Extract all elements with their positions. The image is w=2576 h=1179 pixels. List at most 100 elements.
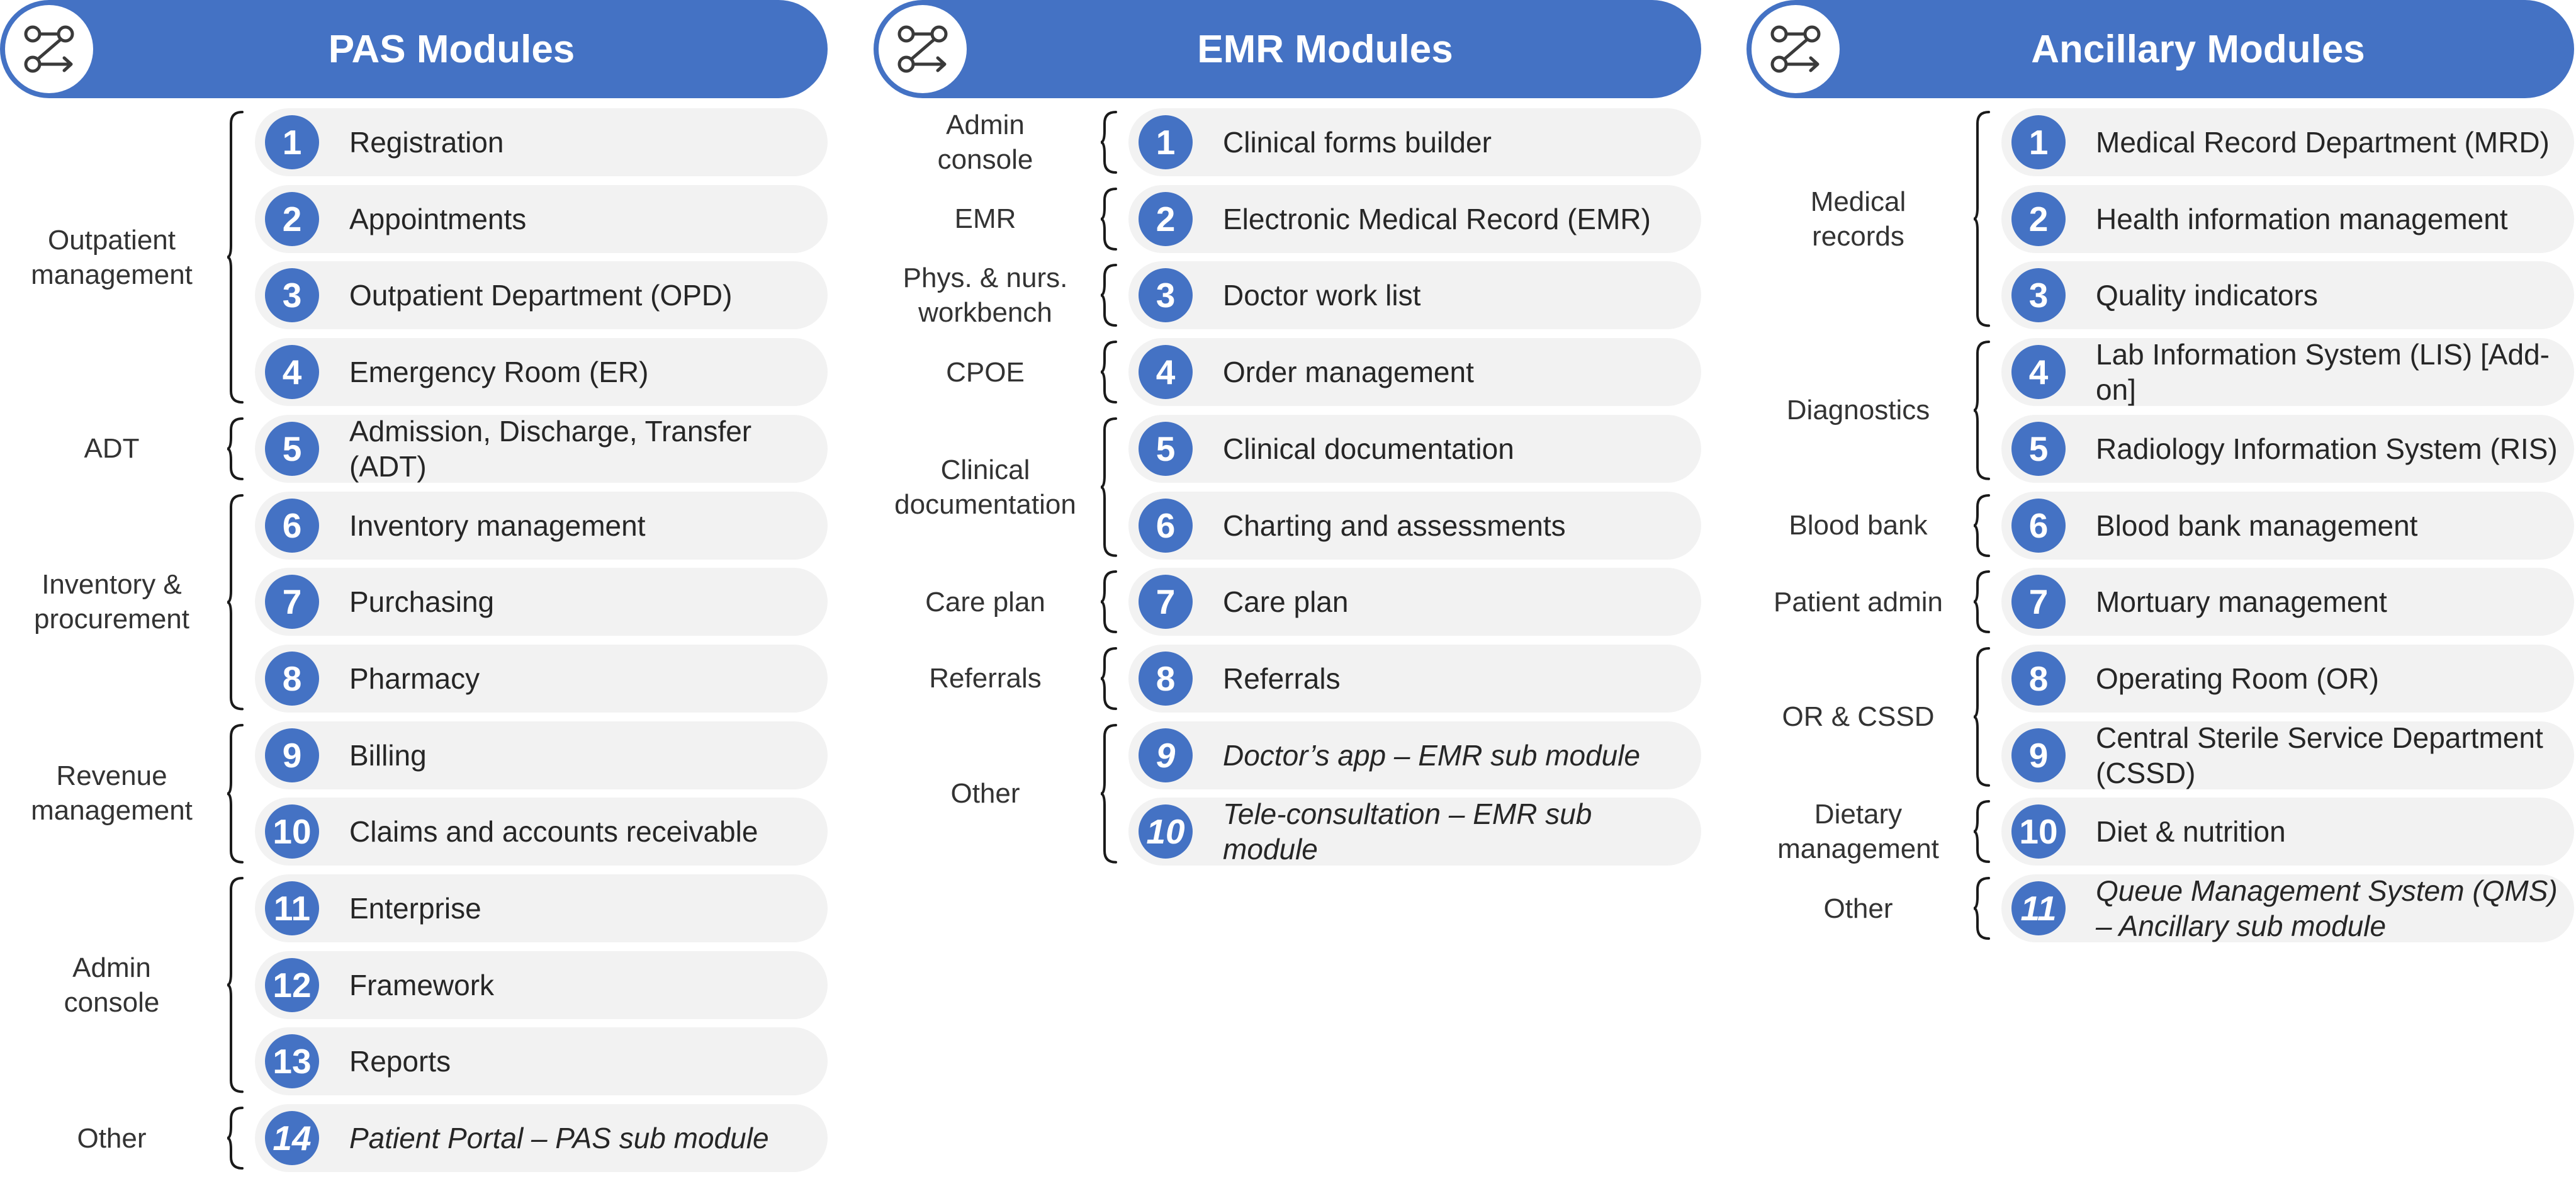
group-label: Blood bank <box>1789 510 1928 541</box>
group-label: Clinical documentation <box>894 454 1076 520</box>
item-label: Doctor’s app – EMR sub module <box>1223 738 1641 772</box>
item-label: Lab Information System (LIS) [Add-on] <box>2096 338 2550 407</box>
group-label: Revenue management <box>31 760 193 826</box>
group-bracket <box>1973 570 1990 634</box>
item-number-badge: 3 <box>2011 268 2066 323</box>
item-number-badge: 2 <box>265 191 319 246</box>
item-label: Purchasing <box>349 585 495 619</box>
module-item: 10 Tele-consultation – EMR sub module <box>1128 798 1701 866</box>
group-bracket <box>1973 341 1990 480</box>
item-label: Medical Record Department (MRD) <box>2096 126 2550 159</box>
group-label: Outpatient management <box>31 224 193 290</box>
group-label: Diagnostics <box>1786 395 1930 426</box>
item-number-badge: 10 <box>1139 804 1193 859</box>
item-number-badge: 1 <box>2011 115 2066 169</box>
module-item: 8 Referrals <box>1128 644 1701 713</box>
item-label: Radiology Information System (RIS) <box>2096 432 2558 465</box>
group-label: Admin console <box>937 110 1033 175</box>
item-label: Reports <box>349 1045 451 1078</box>
item-label: Health information management <box>2096 202 2508 235</box>
item-number-badge: 11 <box>265 881 319 935</box>
group-bracket <box>1100 341 1117 404</box>
item-number-badge: 9 <box>2011 728 2066 782</box>
group-bracket <box>1100 187 1117 251</box>
module-item: 10 Diet & nutrition <box>2001 798 2574 866</box>
module-item: 3 Quality indicators <box>2001 261 2574 330</box>
group-bracket <box>1973 800 1990 864</box>
item-number-badge: 4 <box>265 345 319 400</box>
header-icon-badge <box>1752 5 1840 93</box>
item-label: Operating Room (OR) <box>2096 662 2379 695</box>
group-label: CPOE <box>946 356 1025 388</box>
column-title: EMR Modules <box>1197 27 1453 71</box>
item-number-badge: 1 <box>1139 115 1193 169</box>
column-title: PAS Modules <box>328 27 575 71</box>
group-bracket <box>1100 417 1117 557</box>
column-title: Ancillary Modules <box>2031 27 2365 71</box>
item-label: Referrals <box>1223 662 1341 695</box>
module-item: 9 Doctor’s app – EMR sub module <box>1128 721 1701 789</box>
item-label: Clinical forms builder <box>1223 126 1492 159</box>
item-label: Charting and assessments <box>1223 509 1566 542</box>
module-item: 4 Lab Information System (LIS) [Add-on] <box>2001 338 2574 407</box>
group-bracket <box>1100 570 1117 634</box>
item-number-badge: 4 <box>2011 345 2066 400</box>
item-label: Outpatient Department (OPD) <box>349 279 733 312</box>
item-number-badge: 6 <box>265 498 319 553</box>
item-label: Appointments <box>349 202 527 235</box>
item-number-badge: 5 <box>265 421 319 476</box>
item-number-badge: 12 <box>265 957 319 1012</box>
module-column: Ancillary Modules 1 Medical Record Departm… <box>1746 0 2574 1179</box>
workflow-icon <box>897 25 948 73</box>
group-label: Other <box>950 777 1020 809</box>
item-number-badge: 8 <box>265 651 319 706</box>
module-item: 4 Emergency Room (ER) <box>255 338 828 407</box>
group-label: Referrals <box>929 663 1042 694</box>
item-number-badge: 3 <box>1139 268 1193 323</box>
item-number-badge: 14 <box>265 1111 319 1166</box>
item-label: Quality indicators <box>2096 279 2318 312</box>
item-number-badge: 10 <box>2011 804 2066 859</box>
group-bracket <box>1973 877 1990 940</box>
item-number-badge: 7 <box>1139 575 1193 629</box>
group-bracket <box>1100 723 1117 864</box>
item-number-badge: 5 <box>1139 421 1193 476</box>
group-bracket <box>1973 646 1990 787</box>
column-header: PAS Modules <box>0 0 828 98</box>
item-number-badge: 4 <box>1139 345 1193 400</box>
group-bracket <box>227 494 244 710</box>
item-label: Diet & nutrition <box>2096 815 2286 849</box>
group-bracket <box>1100 111 1117 174</box>
item-label: Emergency Room (ER) <box>349 356 649 389</box>
group-label: Admin console <box>64 952 160 1018</box>
group-label: Patient admin <box>1773 586 1943 618</box>
group-bracket <box>227 723 244 864</box>
group-label: Other <box>1823 893 1893 924</box>
group-label: Care plan <box>925 586 1045 618</box>
item-label: Claims and accounts receivable <box>349 815 758 849</box>
item-number-badge: 9 <box>1139 728 1193 782</box>
item-number-badge: 7 <box>2011 575 2066 629</box>
item-number-badge: 8 <box>1139 651 1193 706</box>
group-label: OR & CSSD <box>1782 701 1935 733</box>
header-icon-badge <box>879 5 967 93</box>
group-bracket <box>227 877 244 1093</box>
group-bracket <box>227 1107 244 1170</box>
item-label: Mortuary management <box>2096 585 2387 619</box>
item-label: Tele-consultation – EMR sub module <box>1223 798 1592 866</box>
